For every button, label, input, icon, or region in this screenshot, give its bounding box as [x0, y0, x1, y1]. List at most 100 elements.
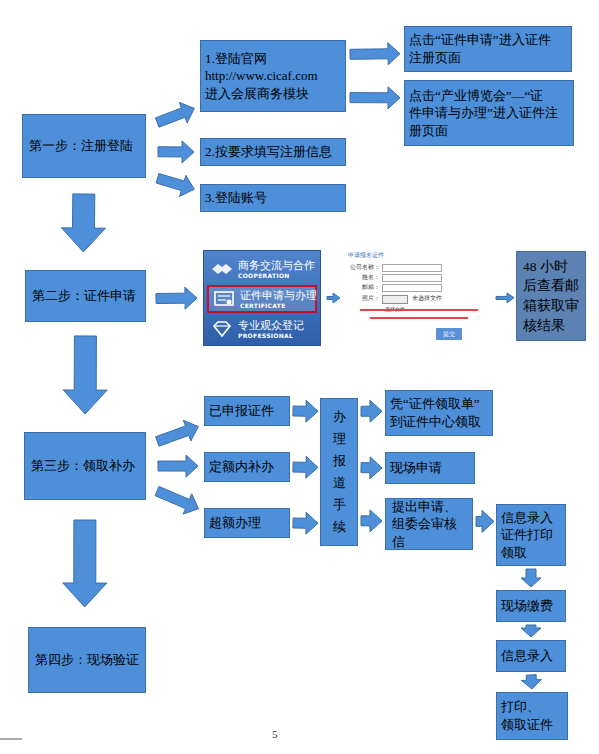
text-block: 点击“证件申请”进入证件 注册页面 [409, 31, 567, 66]
text-block: 第一步：注册登陆 [29, 137, 133, 155]
form-field-label: 照片： [346, 295, 380, 302]
text-block: 定额内补办 [209, 458, 274, 476]
text-block: 现场申请 [390, 459, 442, 477]
menu-label: 证件申请与办理CERTIFICATE [240, 289, 317, 309]
menu-item: 商务交流与合作COOPERATION [207, 255, 317, 283]
block-arrow [361, 510, 382, 532]
block-arrow [293, 456, 318, 478]
block-arrow [156, 420, 199, 446]
page-number: 5 [272, 728, 278, 740]
form-field-label: 邮箱： [346, 284, 380, 291]
process-box: 1.登陆官网 http://www.cicaf.com 进入会展商务模块 [200, 40, 346, 112]
block-arrow [62, 194, 106, 252]
process-box: 打印、 领取证件 [496, 692, 568, 740]
result-box: 48 小时 后查看邮 箱获取审 核结果 [516, 251, 586, 341]
menu-subtext: COOPERATION [238, 272, 315, 279]
node-text: 第三步：领取补办 [31, 457, 135, 475]
text-block: 现场缴费 [501, 597, 553, 615]
form-field-label: 公司名称： [346, 264, 380, 271]
process-box: 点击“产业博览会”—“证 件申请与办理”进入证件注 册页面 [404, 80, 574, 146]
form-screenshot: 申请报名证件公司名称：姓名：邮箱：照片：选择文件未选择文件提交 [346, 250, 492, 346]
node-text: 48 小时 后查看邮 箱获取审 核结果 [523, 257, 579, 335]
menu-text: 专业观众登记 [238, 319, 304, 332]
step-box: 第三步：领取补办 [24, 432, 146, 500]
block-arrow [361, 400, 382, 422]
node-text: 点击“产业博览会”—“证 件申请与办理”进入证件注 册页面 [409, 87, 569, 140]
process-box: 现场缴费 [496, 590, 566, 622]
process-box: 超额办理 [204, 508, 290, 538]
menu-panel: 商务交流与合作COOPERATION 证件申请与办理CERTIFICATE 专业观众… [203, 250, 321, 346]
process-box: 信息录入 证件打印 领取 [496, 504, 566, 566]
red-note-line [360, 309, 478, 311]
text-block: 信息录入 证件打印 领取 [501, 509, 561, 562]
text-block: 提出申请、 组委会审核 信 [392, 498, 466, 551]
red-note-line [370, 317, 468, 319]
vertical-box: 办 理 报 道 手 续 [320, 398, 358, 546]
form-field-label: 姓名： [346, 274, 380, 281]
text-block: 1.登陆官网 http://www.cicaf.com 进入会展商务模块 [205, 50, 341, 103]
menu-label: 专业观众登记PROFESSIONAL [238, 319, 304, 339]
block-arrow [156, 287, 197, 309]
process-box: 定额内补办 [204, 452, 290, 482]
step-box: 第二步：证件申请 [25, 270, 146, 322]
text-block: 打印、 领取证件 [501, 698, 563, 733]
node-text: 现场申请 [390, 459, 442, 477]
text-block: 第四步：现场验证 [35, 651, 139, 669]
node-text: 超额办理 [209, 514, 261, 532]
process-box: 提出申请、 组委会审核 信 [385, 498, 473, 550]
block-arrow [158, 455, 198, 477]
menu-item: 证件申请与办理CERTIFICATE [207, 285, 317, 313]
process-box: 信息录入 [496, 640, 566, 672]
text-block: 超额办理 [209, 514, 261, 532]
block-arrow [63, 336, 107, 414]
text-block: 第三步：领取补办 [31, 457, 135, 475]
node-text: 第一步：注册登陆 [29, 137, 133, 155]
step-box: 第一步：注册登陆 [22, 114, 146, 178]
menu-icon [210, 319, 234, 339]
node-text: 第四步：现场验证 [35, 651, 139, 669]
node-text: 第二步：证件申请 [32, 287, 136, 305]
node-text: 定额内补办 [209, 458, 274, 476]
form-input [382, 274, 442, 282]
block-arrow [521, 675, 541, 689]
block-arrow [350, 43, 400, 65]
process-box: 2.按要求填写注册信息 [200, 138, 346, 166]
text-block: 3.登陆账号 [205, 189, 267, 207]
footer-rule [0, 739, 22, 740]
node-text: 1.登陆官网 http://www.cicaf.com 进入会展商务模块 [205, 50, 341, 103]
node-text: 信息录入 证件打印 领取 [501, 509, 561, 562]
menu-icon [210, 259, 234, 279]
block-arrow [293, 512, 318, 534]
node-text: 现场缴费 [501, 597, 553, 615]
node-text: 3.登陆账号 [205, 189, 267, 207]
menu-text: 证件申请与办理 [240, 289, 317, 302]
block-arrow [476, 510, 494, 532]
node-text: 已申报证件 [209, 402, 274, 420]
form-input [382, 284, 442, 292]
block-arrow [63, 520, 107, 607]
block-arrow [521, 569, 541, 587]
form-heading: 申请报名证件 [348, 251, 384, 258]
process-box: 凭“证件领取单” 到证件中心领取 [385, 390, 493, 436]
text-block: 第二步：证件申请 [32, 287, 136, 305]
menu-label: 商务交流与合作COOPERATION [238, 259, 315, 279]
block-arrow [293, 400, 318, 422]
block-arrow [327, 293, 340, 303]
block-arrow [155, 102, 194, 127]
block-arrow [361, 457, 382, 479]
process-box: 现场申请 [385, 452, 475, 484]
text-block: 信息录入 [501, 647, 553, 665]
block-arrow [155, 487, 198, 515]
node-text: 信息录入 [501, 647, 553, 665]
form-input [382, 264, 442, 272]
step-box: 第四步：现场验证 [28, 627, 146, 693]
node-text: 凭“证件领取单” 到证件中心领取 [390, 395, 488, 430]
menu-subtext: PROFESSIONAL [238, 332, 304, 339]
text-block: 办 理 报 道 手 续 [332, 406, 346, 538]
menu-subtext: CERTIFICATE [240, 302, 317, 309]
process-box: 已申报证件 [204, 396, 290, 426]
block-arrow [496, 293, 514, 303]
node-text: 提出申请、 组委会审核 信 [392, 498, 466, 551]
